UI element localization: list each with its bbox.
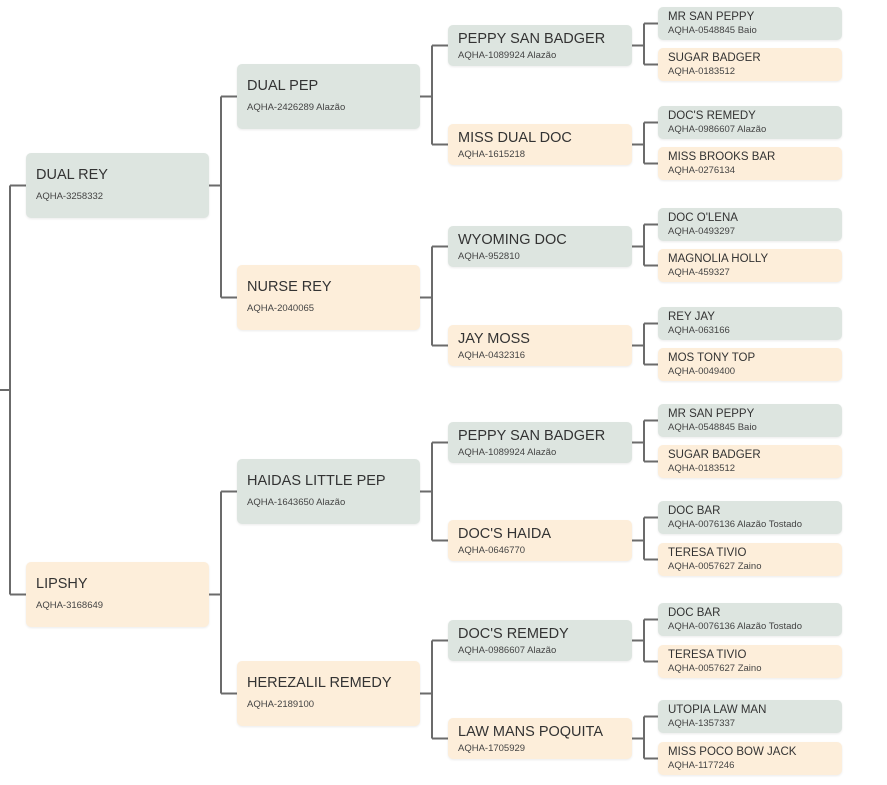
horse-card-dam-sire[interactable]: HAIDAS LITTLE PEP AQHA-1643650 Alazão (237, 459, 420, 524)
horse-name: DOC BAR (668, 505, 721, 517)
horse-registration: AQHA-2426289 Alazão (247, 102, 346, 113)
horse-name: DUAL PEP (247, 78, 319, 94)
horse-card-sire-sire-dam[interactable]: MISS DUAL DOC AQHA-1615218 (448, 124, 632, 165)
horse-registration: AQHA-459327 (668, 267, 730, 278)
horse-name: MISS BROOKS BAR (668, 151, 776, 163)
horse-registration: AQHA-952810 (458, 251, 520, 262)
horse-name: DOC'S REMEDY (458, 626, 569, 642)
horse-registration: AQHA-0986607 Alazão (458, 645, 557, 656)
horse-card-sire-dam-dam-dam[interactable]: MOS TONY TOP AQHA-0049400 (658, 348, 842, 381)
horse-registration: AQHA-063166 (668, 325, 730, 336)
horse-card-dam-sire-dam[interactable]: DOC'S HAIDA AQHA-0646770 (448, 520, 632, 561)
horse-card-sire-sire-sire-dam[interactable]: SUGAR BADGER AQHA-0183512 (658, 48, 842, 81)
horse-registration: AQHA-0548845 Baio (668, 25, 757, 36)
horse-registration: AQHA-3258332 (36, 191, 104, 202)
horse-card-sire-sire-dam-sire[interactable]: DOC'S REMEDY AQHA-0986607 Alazão (658, 106, 842, 139)
horse-card-dam-dam-dam-dam[interactable]: MISS POCO BOW JACK AQHA-1177246 (658, 742, 842, 775)
horse-card-sire-dam-sire[interactable]: WYOMING DOC AQHA-952810 (448, 226, 632, 267)
horse-registration: AQHA-0049400 (668, 366, 736, 377)
horse-registration: AQHA-1643650 Alazão (247, 497, 346, 508)
horse-registration: AQHA-0646770 (458, 545, 526, 556)
horse-name: DOC O'LENA (668, 212, 738, 224)
horse-name: TERESA TIVIO (668, 649, 747, 661)
horse-registration: AQHA-0076136 Alazão Tostado (668, 519, 802, 530)
horse-name: DUAL REY (36, 167, 108, 183)
horse-name: MOS TONY TOP (668, 352, 756, 364)
horse-card-dam-sire-sire[interactable]: PEPPY SAN BADGER AQHA-1089924 Alazão (448, 422, 632, 463)
horse-card-dam-dam-dam[interactable]: LAW MANS POQUITA AQHA-1705929 (448, 718, 632, 759)
horse-name: MR SAN PEPPY (668, 408, 755, 420)
horse-card-sire-sire-sire[interactable]: PEPPY SAN BADGER AQHA-1089924 Alazão (448, 25, 632, 66)
horse-card-sire-dam-sire-sire[interactable]: DOC O'LENA AQHA-0493297 (658, 208, 842, 241)
horse-registration: AQHA-1615218 (458, 149, 526, 160)
horse-registration: AQHA-0986607 Alazão (668, 124, 767, 135)
horse-card-sire-dam[interactable]: NURSE REY AQHA-2040065 (237, 265, 420, 330)
horse-name: MAGNOLIA HOLLY (668, 253, 769, 265)
horse-registration: AQHA-3168649 (36, 600, 104, 611)
horse-card-dam-sire-sire-dam[interactable]: SUGAR BADGER AQHA-0183512 (658, 445, 842, 478)
horse-name: REY JAY (668, 311, 715, 323)
horse-registration: AQHA-1705929 (458, 743, 526, 754)
horse-name: NURSE REY (247, 279, 332, 295)
horse-registration: AQHA-0057627 Zaino (668, 663, 762, 674)
horse-name: SUGAR BADGER (668, 52, 761, 64)
horse-card-sire-dam-sire-dam[interactable]: MAGNOLIA HOLLY AQHA-459327 (658, 249, 842, 282)
horse-card-sire-sire-sire-sire[interactable]: MR SAN PEPPY AQHA-0548845 Baio (658, 7, 842, 40)
horse-name: DOC'S HAIDA (458, 526, 552, 542)
horse-card-dam-sire-dam-sire[interactable]: DOC BAR AQHA-0076136 Alazão Tostado (658, 501, 842, 534)
horse-registration: AQHA-0057627 Zaino (668, 561, 762, 572)
horse-registration: AQHA-2189100 (247, 699, 315, 710)
horse-card-sire[interactable]: DUAL REY AQHA-3258332 (26, 153, 209, 218)
horse-name: DOC BAR (668, 607, 721, 619)
horse-name: SUGAR BADGER (668, 449, 761, 461)
horse-registration: AQHA-1089924 Alazão (458, 50, 557, 61)
horse-registration: AQHA-0183512 (668, 463, 736, 474)
horse-name: WYOMING DOC (458, 232, 567, 248)
horse-card-dam-dam-dam-sire[interactable]: UTOPIA LAW MAN AQHA-1357337 (658, 700, 842, 733)
horse-name: MR SAN PEPPY (668, 11, 755, 23)
horse-card-dam-dam-sire-dam[interactable]: TERESA TIVIO AQHA-0057627 Zaino (658, 645, 842, 678)
horse-name: LIPSHY (36, 576, 88, 592)
horse-name: DOC'S REMEDY (668, 110, 756, 122)
horse-registration: AQHA-1089924 Alazão (458, 447, 557, 458)
horse-card-dam-sire-dam-dam[interactable]: TERESA TIVIO AQHA-0057627 Zaino (658, 543, 842, 576)
horse-card-dam-dam[interactable]: HEREZALIL REMEDY AQHA-2189100 (237, 661, 420, 726)
horse-registration: AQHA-0432316 (458, 350, 526, 361)
horse-card-dam[interactable]: LIPSHY AQHA-3168649 (26, 562, 209, 627)
horse-registration: AQHA-0493297 (668, 226, 736, 237)
horse-registration: AQHA-2040065 (247, 303, 315, 314)
horse-name: PEPPY SAN BADGER (458, 31, 606, 47)
horse-card-sire-dam-dam-sire[interactable]: REY JAY AQHA-063166 (658, 307, 842, 340)
horse-card-sire-sire[interactable]: DUAL PEP AQHA-2426289 Alazão (237, 64, 420, 129)
horse-card-sire-sire-dam-dam[interactable]: MISS BROOKS BAR AQHA-0276134 (658, 147, 842, 180)
horse-name: PEPPY SAN BADGER (458, 428, 606, 444)
horse-registration: AQHA-1177246 (668, 760, 735, 771)
horse-registration: AQHA-1357337 (668, 718, 736, 729)
horse-name: LAW MANS POQUITA (458, 724, 604, 740)
horse-registration: AQHA-0183512 (668, 66, 736, 77)
horse-name: HAIDAS LITTLE PEP (247, 473, 386, 489)
horse-name: MISS POCO BOW JACK (668, 746, 797, 758)
horse-registration: AQHA-0076136 Alazão Tostado (668, 621, 802, 632)
horse-name: TERESA TIVIO (668, 547, 747, 559)
horse-card-dam-dam-sire-sire[interactable]: DOC BAR AQHA-0076136 Alazão Tostado (658, 603, 842, 636)
horse-card-dam-sire-sire-sire[interactable]: MR SAN PEPPY AQHA-0548845 Baio (658, 404, 842, 437)
horse-name: MISS DUAL DOC (458, 130, 572, 146)
horse-card-dam-dam-sire[interactable]: DOC'S REMEDY AQHA-0986607 Alazão (448, 620, 632, 661)
horse-registration: AQHA-0548845 Baio (668, 422, 757, 433)
horse-registration: AQHA-0276134 (668, 165, 736, 176)
horse-name: UTOPIA LAW MAN (668, 704, 767, 716)
horse-name: HEREZALIL REMEDY (247, 675, 392, 691)
horse-name: JAY MOSS (458, 331, 530, 347)
horse-card-sire-dam-dam[interactable]: JAY MOSS AQHA-0432316 (448, 325, 632, 366)
